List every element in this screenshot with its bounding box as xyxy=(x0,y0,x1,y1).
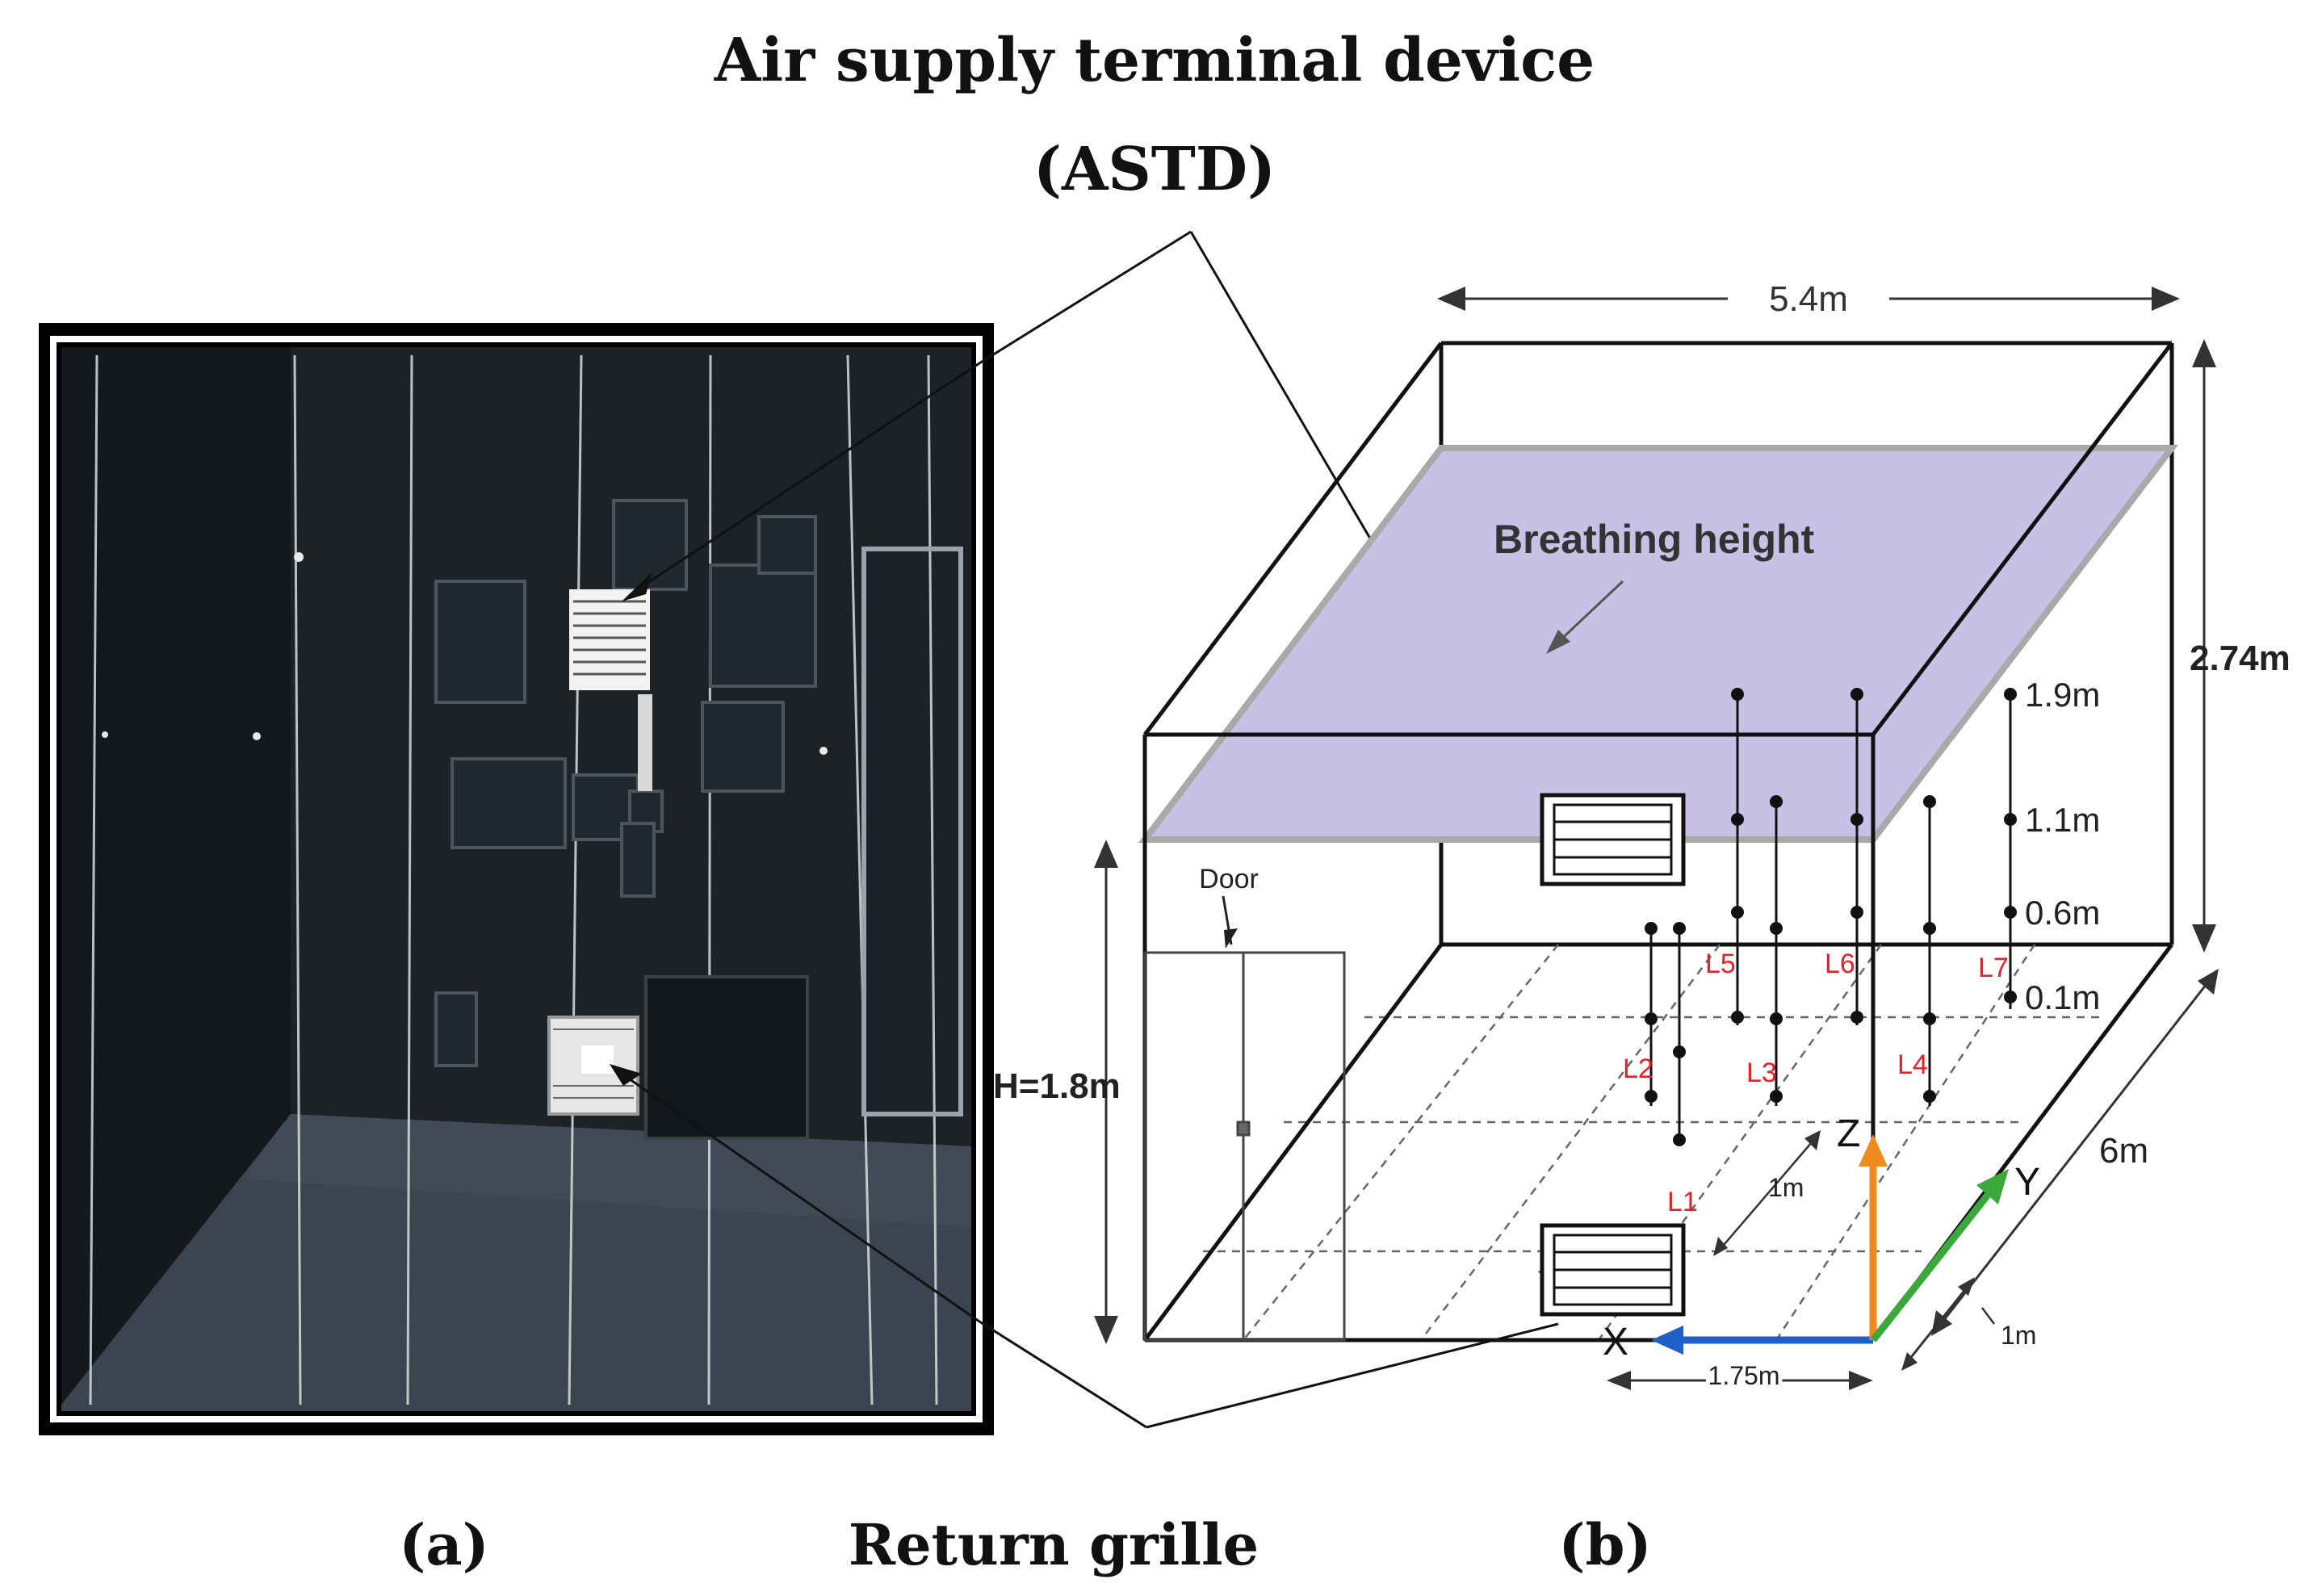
door xyxy=(1143,951,1346,1342)
y-axis-label: Y xyxy=(2014,1161,2040,1204)
grid-arrow-top-icon xyxy=(1804,1130,1821,1150)
photo-left-wall xyxy=(61,347,291,1405)
arrow-to-photo-return xyxy=(610,1064,980,1323)
return-grille-label: Return grille xyxy=(849,1511,1259,1578)
line-label-l2: L2 xyxy=(1623,1054,1653,1084)
x-axis-arrow-icon xyxy=(1651,1326,1683,1355)
y-offset-arrow-top-icon xyxy=(1958,1277,1975,1296)
door-arrow-icon xyxy=(1224,928,1238,949)
diagram-astd-grille xyxy=(1540,793,1686,886)
depth-arrow-top-icon xyxy=(2198,969,2219,995)
height-label-0-6: 0.6m xyxy=(2025,894,2100,932)
height-dim-label: 2.74m xyxy=(2190,639,2291,678)
height-label-1-1: 1.1m xyxy=(2025,801,2100,839)
height-label-0-1: 0.1m xyxy=(2025,978,2100,1016)
photo-floor-shade xyxy=(242,1114,971,1227)
photo-return-grille xyxy=(547,1016,639,1116)
photo-astd-grille xyxy=(569,589,652,791)
x-axis-label: X xyxy=(1603,1321,1628,1364)
line-labels: L1 L2 L3 L4 L5 L6 L7 xyxy=(1623,949,2009,1217)
depth-dimension xyxy=(1936,976,2214,1329)
line-label-l5: L5 xyxy=(1705,949,1736,979)
height-arrow-top-icon xyxy=(2192,339,2216,367)
photo-inner-border xyxy=(50,336,983,1422)
depth-arrow-bottom-icon xyxy=(1931,1310,1952,1336)
panel-a-label: (a) xyxy=(399,1511,489,1578)
breathing-height-plane xyxy=(1138,445,2179,843)
breathing-arrow-icon xyxy=(1546,630,1570,654)
depth-dim-label: 6m xyxy=(2099,1131,2148,1171)
breathing-height-label: Breathing height xyxy=(1494,517,1815,562)
y-offset-arrow-bottom-icon xyxy=(1901,1352,1918,1371)
measurement-points xyxy=(1645,688,2017,1146)
width-arrow-right-icon xyxy=(2152,287,2180,311)
photo-radiator xyxy=(644,975,809,1140)
z-axis-label: Z xyxy=(1837,1112,1860,1155)
room-diagram: Door xyxy=(993,279,2291,1394)
height-label-1-9: 1.9m xyxy=(2025,676,2100,714)
door-label: Door xyxy=(1199,864,1259,894)
x-offset-label: 1.75m xyxy=(1708,1361,1780,1390)
photo-wall-specks xyxy=(102,552,828,755)
photo-wall-equipment xyxy=(434,499,817,1067)
h-arrow-top-icon xyxy=(1094,840,1118,868)
line-label-l1: L1 xyxy=(1667,1187,1698,1217)
width-dim-label: 5.4m xyxy=(1769,279,1848,319)
line-label-l3: L3 xyxy=(1746,1058,1777,1088)
z-axis-arrow-icon xyxy=(1859,1134,1888,1167)
grid-spacing-label: 1m xyxy=(1768,1173,1804,1202)
line-label-l6: L6 xyxy=(1825,949,1855,979)
line-label-l7: L7 xyxy=(1978,953,2009,983)
x-offset-arrow-right-icon xyxy=(1849,1371,1873,1390)
panel-b-label: (b) xyxy=(1558,1511,1651,1578)
x-offset-arrow-left-icon xyxy=(1607,1371,1631,1390)
diagram-return-grille xyxy=(1540,1223,1686,1317)
h-arrow-bottom-icon xyxy=(1094,1316,1118,1344)
h-dim-label: H=1.8m xyxy=(993,1066,1121,1106)
title-astd-line1: Air supply terminal device xyxy=(714,26,1595,95)
y-axis-line xyxy=(1870,1184,1997,1343)
y-offset-label: 1m xyxy=(2001,1321,2036,1350)
y-axis-arrow-icon xyxy=(1976,1169,2009,1204)
photo-door-frame xyxy=(861,547,963,1116)
photo-vertical-strings xyxy=(89,354,938,1405)
photo-panel-a xyxy=(39,323,994,1435)
arrow-to-photo-astd xyxy=(622,362,980,601)
width-arrow-left-icon xyxy=(1437,287,1465,311)
grid-arrow-bottom-icon xyxy=(1713,1237,1728,1256)
y-offset-dimension xyxy=(1904,1283,1972,1365)
line-label-l4: L4 xyxy=(1897,1049,1928,1080)
height-arrow-bottom-icon xyxy=(2192,924,2216,953)
title-astd-line2: (ASTD) xyxy=(1033,135,1276,204)
